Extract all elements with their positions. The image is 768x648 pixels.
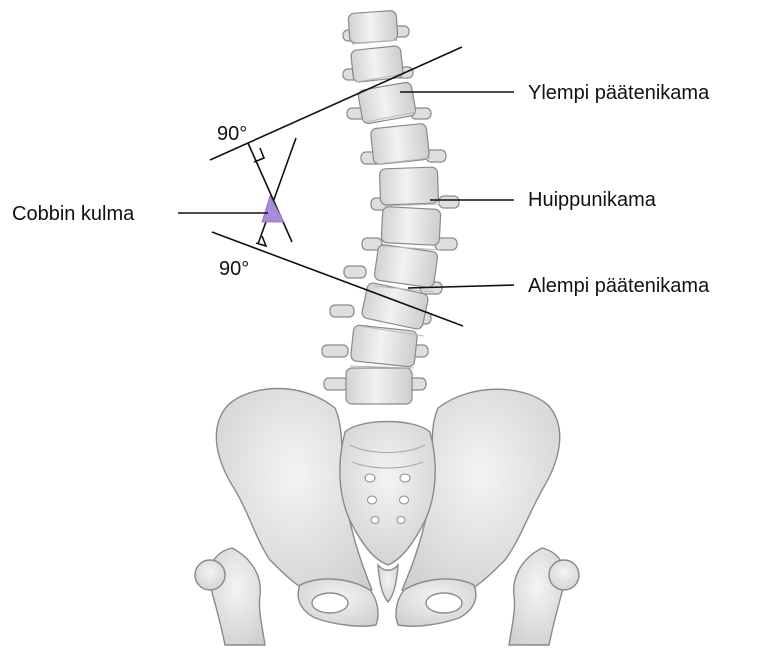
vertebra (350, 325, 417, 367)
coccyx (378, 565, 398, 602)
label-cobb-angle: Cobbin kulma (12, 203, 135, 225)
vertebra (374, 244, 438, 288)
label-upper-end-vertebra: Ylempi päätenikama (528, 82, 710, 104)
spine (322, 10, 459, 404)
label-right-angle-bottom: 90° (219, 258, 249, 280)
vertebra (348, 10, 398, 43)
vertebra-apex (381, 207, 441, 246)
vertebra-lower-end (361, 282, 429, 330)
label-apex-vertebra: Huippunikama (528, 189, 657, 211)
label-lower-end-vertebra: Alempi päätenikama (528, 275, 710, 297)
vertebra (346, 368, 412, 404)
label-right-angle-top: 90° (217, 123, 247, 145)
vertebra (379, 167, 438, 205)
pelvis (195, 388, 579, 645)
lower-perpendicular-line (258, 138, 296, 244)
upper-perpendicular-line (248, 143, 292, 242)
